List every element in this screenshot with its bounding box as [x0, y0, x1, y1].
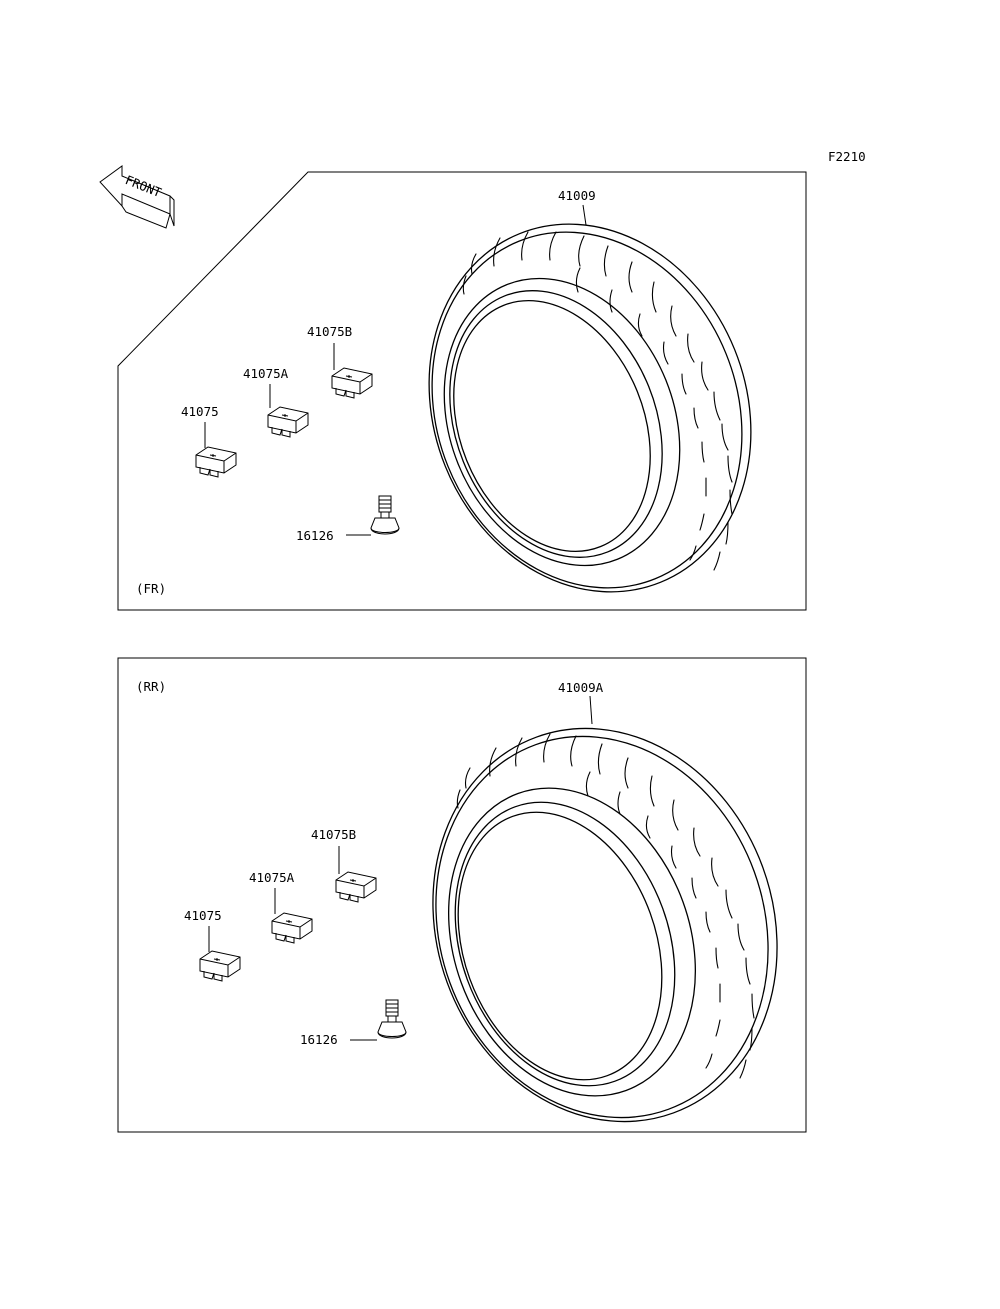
valve-stem-icon	[370, 495, 400, 535]
front-panel-border	[117, 171, 807, 611]
front-arrow-icon: FRONT	[99, 165, 175, 229]
label-16126: 16126	[296, 528, 334, 543]
label-41075: 41075	[181, 404, 219, 419]
valve-stem-rr-icon	[377, 999, 407, 1039]
front-arrow-label: FRONT	[123, 172, 164, 200]
label-41075b: 41075B	[307, 324, 352, 339]
label-41075a: 41075A	[243, 366, 289, 381]
leader-41009	[582, 204, 587, 226]
label-41075b-rr: 41075B	[311, 827, 356, 842]
section-label-fr: (FR)	[136, 581, 166, 596]
balance-weight-41075a-icon	[267, 406, 309, 438]
label-41075a-rr: 41075A	[249, 870, 295, 885]
label-41009: 41009	[558, 188, 596, 203]
rear-tire-drawing	[432, 727, 778, 1123]
front-tire-drawing	[428, 223, 752, 593]
diagram-code: F2210	[828, 149, 866, 164]
label-16126-rr: 16126	[300, 1032, 338, 1047]
leader-41009a	[589, 695, 593, 725]
rear-panel-border	[117, 657, 807, 1133]
section-label-rr: (RR)	[136, 679, 166, 694]
label-41075-rr: 41075	[184, 908, 222, 923]
balance-weight-41075b-rr-icon	[335, 871, 377, 903]
balance-weight-41075a-rr-icon	[271, 912, 313, 944]
balance-weight-41075-icon	[195, 446, 237, 478]
balance-weight-41075b-icon	[331, 367, 373, 399]
balance-weight-41075-rr-icon	[199, 950, 241, 982]
label-41009a: 41009A	[558, 680, 604, 695]
rear-panel: (RR) 41009A 41075B 41075A 41075 16126	[117, 657, 807, 1133]
front-panel: 41009 41075B 41075A 41075 16126 (FR)	[117, 171, 807, 611]
